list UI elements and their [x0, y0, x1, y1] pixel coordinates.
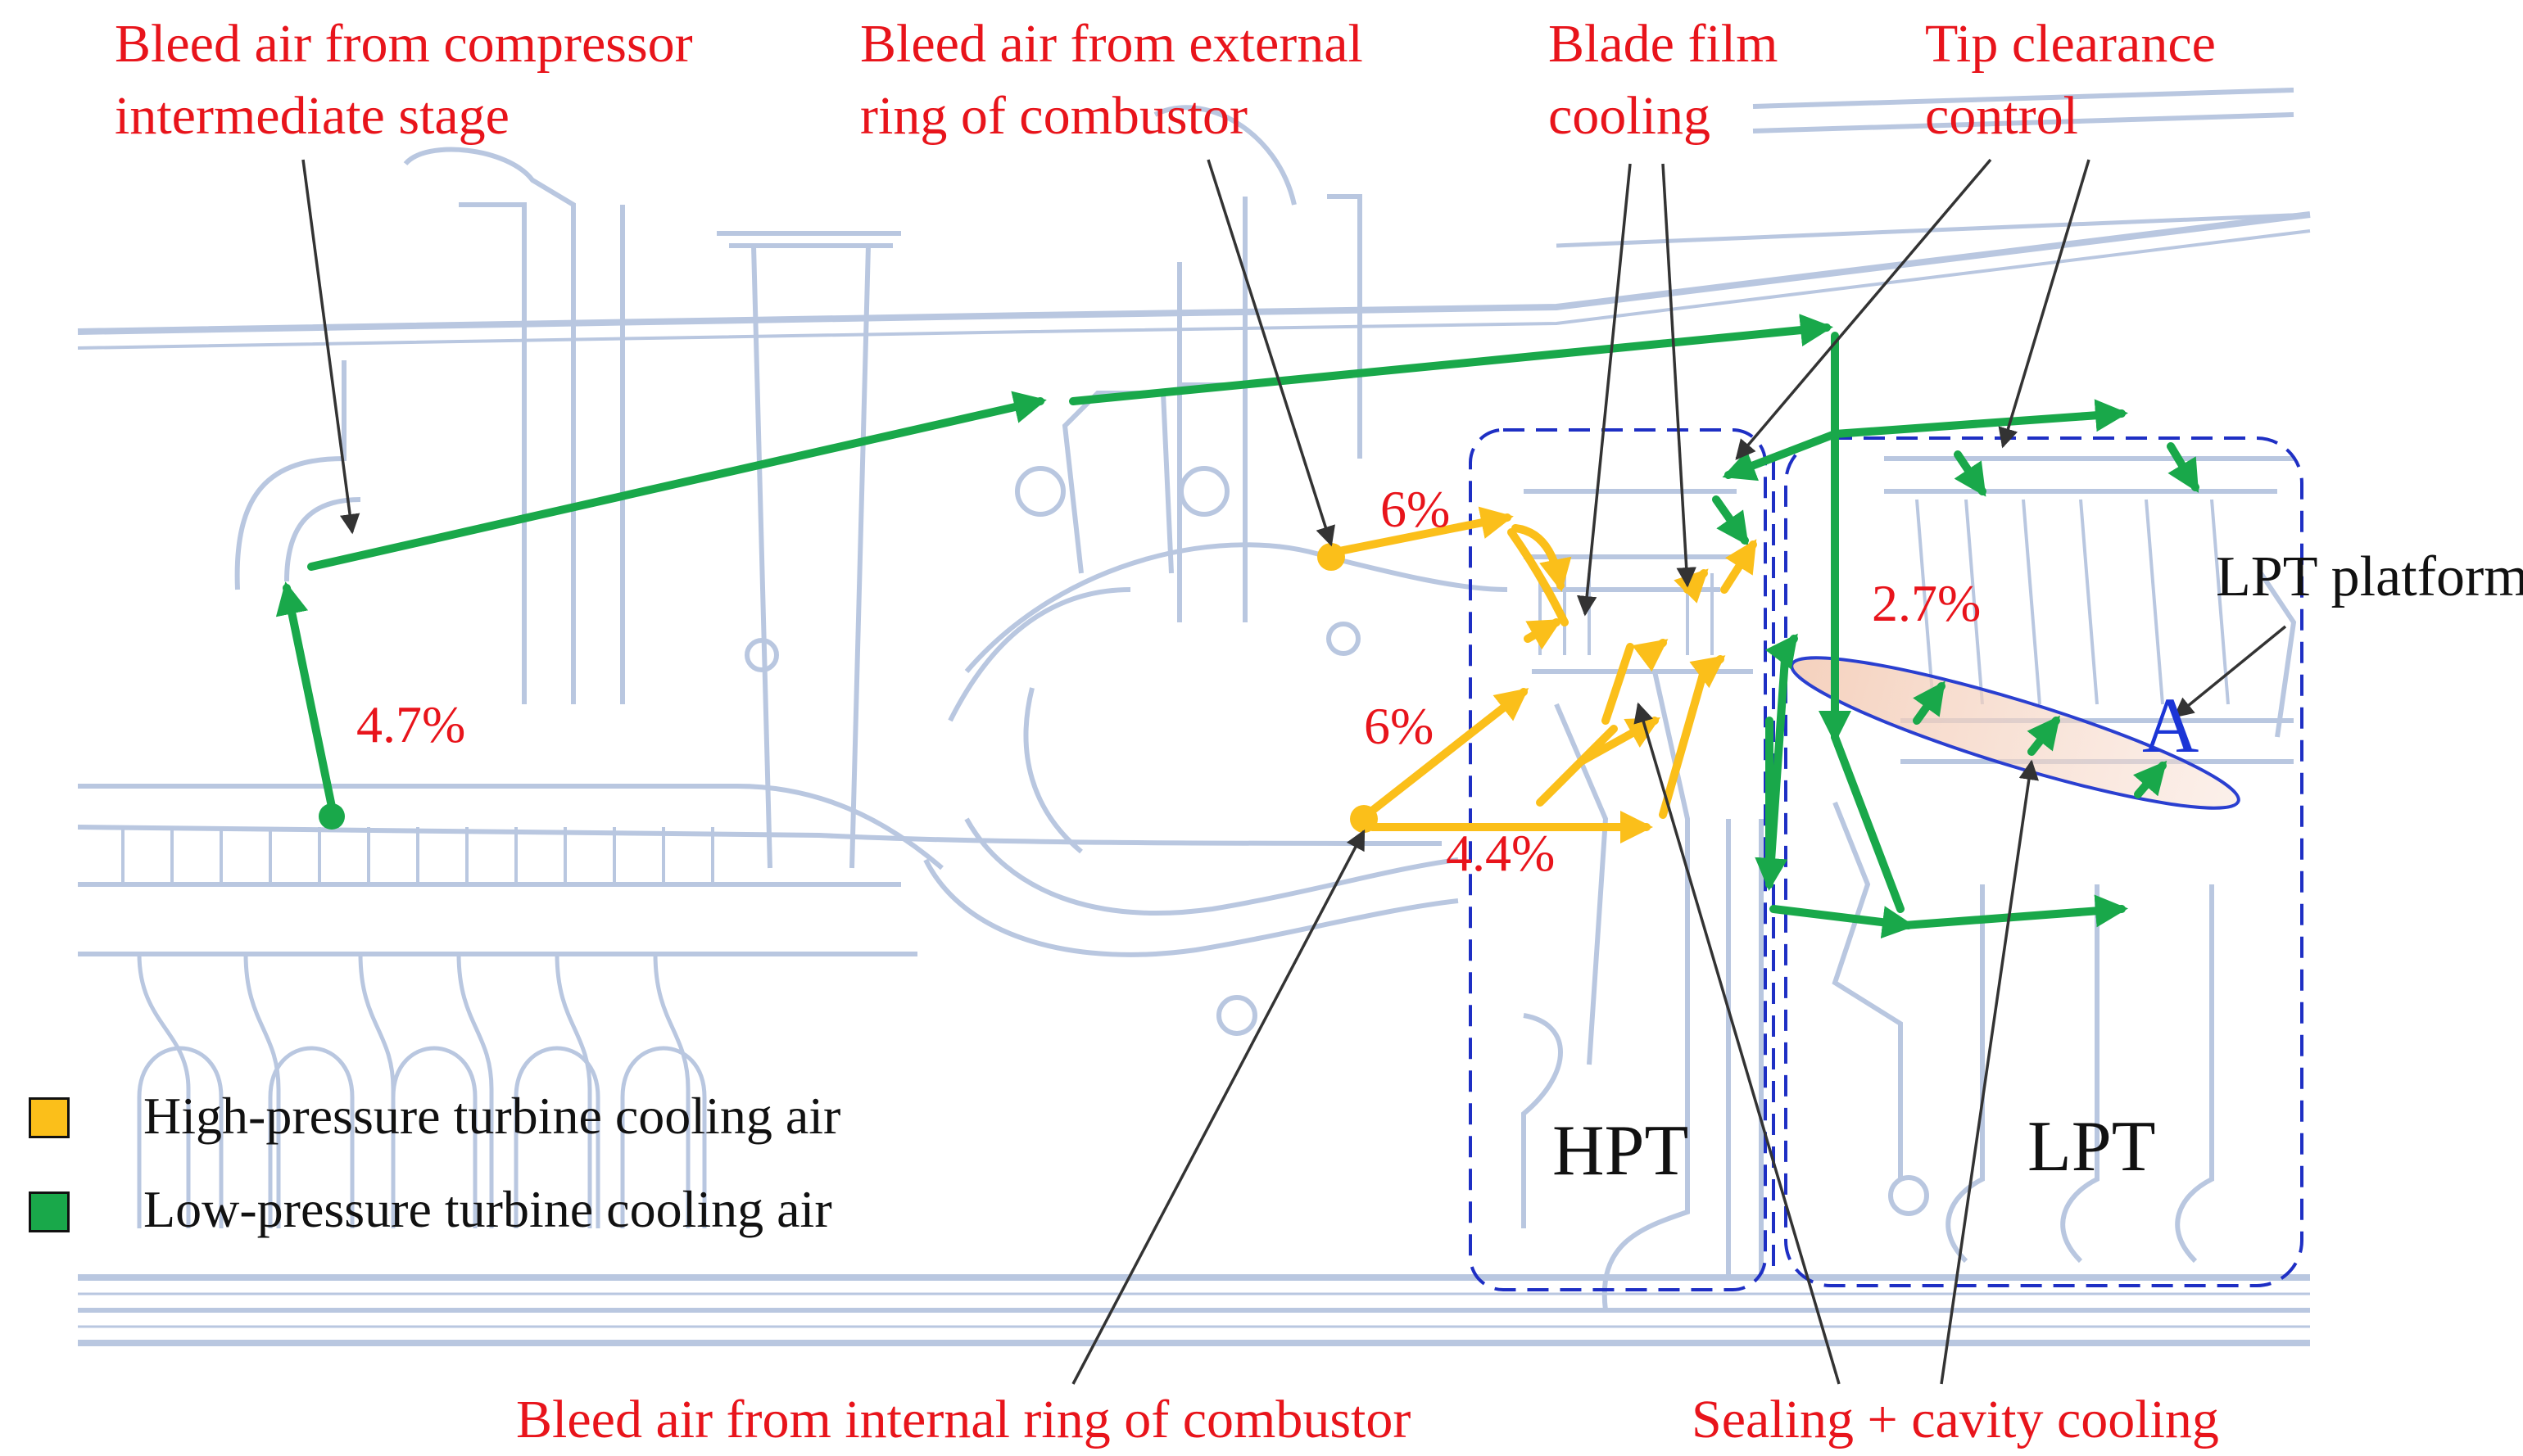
- label-lpt: LPT: [2027, 1107, 2156, 1187]
- blueprint-drawing: [77, 88, 2311, 1346]
- pct-external-ring: 6%: [1380, 480, 1451, 538]
- label-tip-clearance: Tip clearance control: [1925, 14, 2216, 146]
- label-compressor-bleed: Bleed air from compressor intermediate s…: [115, 14, 693, 146]
- hpt-region-outline: [1469, 428, 1767, 1291]
- label-sealing-cavity: Sealing + cavity cooling: [1692, 1390, 2219, 1449]
- legend-hpt-label: High-pressure turbine cooling air: [143, 1087, 841, 1145]
- pct-compressor: 4.7%: [356, 695, 466, 753]
- legend-hpt-swatch: [29, 1097, 70, 1138]
- pct-lpt: 2.7%: [1872, 574, 1982, 632]
- legend-lpt-label: Low-pressure turbine cooling air: [143, 1180, 832, 1238]
- pct-internal-ring-upper: 6%: [1364, 697, 1434, 755]
- label-point-a: A: [2142, 681, 2199, 769]
- label-internal-ring-bleed: Bleed air from internal ring of combusto…: [516, 1390, 1411, 1449]
- label-external-ring-bleed: Bleed air from external ring of combusto…: [860, 14, 1363, 146]
- label-hpt: HPT: [1552, 1111, 1689, 1191]
- pct-internal-ring-lower: 4.4%: [1446, 824, 1556, 882]
- lpt-cooling-arrows: [275, 314, 2199, 939]
- compressor-bleed-point: [319, 803, 345, 830]
- legend-lpt-swatch: [29, 1191, 70, 1232]
- label-blade-film-cooling: Blade film cooling: [1548, 14, 1778, 146]
- leader-lines: [301, 158, 2287, 1385]
- external-ring-bleed-point: [1317, 543, 1345, 571]
- internal-ring-bleed-point: [1350, 805, 1378, 833]
- label-lpt-platform: LPT platform: [2216, 545, 2523, 608]
